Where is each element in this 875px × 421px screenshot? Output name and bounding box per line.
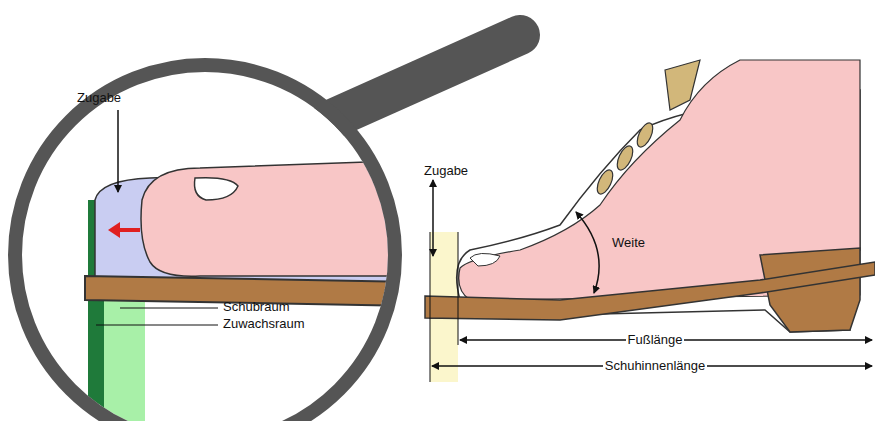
dimension-label: Weite — [612, 236, 645, 251]
dimension-label: Zugabe — [77, 91, 121, 106]
toenail — [194, 178, 238, 200]
laces — [594, 60, 700, 196]
magnifier-rim — [15, 65, 395, 421]
shoe-sole — [425, 262, 875, 320]
part-label: Schubraum — [223, 300, 289, 315]
dimension-label: Zugabe — [424, 164, 468, 179]
part-label: Zuwachsraum — [223, 317, 305, 332]
dimension-label: Fußlänge — [626, 333, 685, 348]
magnifier-handle — [330, 35, 520, 120]
dimension-label: Schuhinnenlänge — [603, 359, 707, 374]
